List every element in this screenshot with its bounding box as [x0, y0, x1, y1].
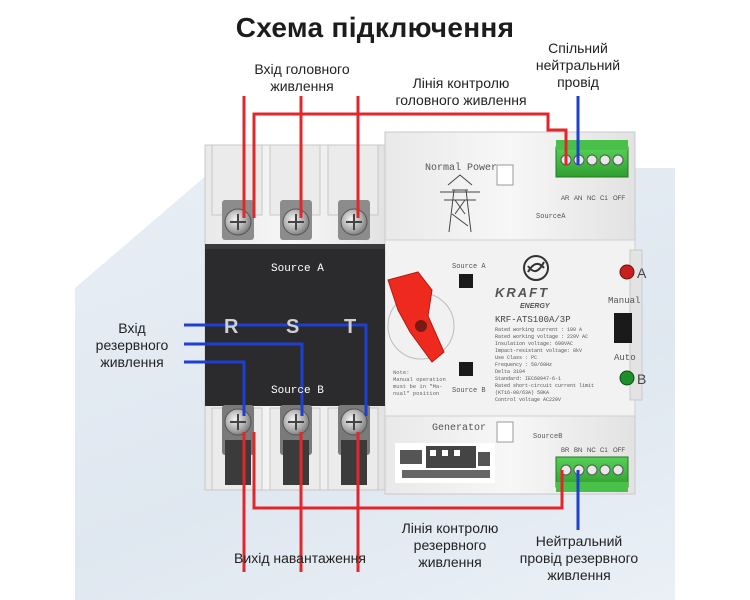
terminal-a-screw-3 — [586, 154, 598, 166]
terminal-b-screw-4 — [599, 464, 611, 476]
auto-label: Auto — [614, 353, 636, 363]
terminal-b-label-1: BR — [561, 448, 570, 454]
label-reserve-input-line3: живлення — [100, 354, 164, 370]
label-load-output: Вихід навантаження — [210, 550, 390, 567]
label-reserve-neutral-line1: Нейтральний — [535, 533, 623, 549]
label-reserve-control: Лінія контролю резервного живлення — [385, 520, 515, 571]
indicator-a-letter: A — [637, 265, 647, 281]
terminal-b-labels: BR BN NC C1 OFF — [561, 448, 625, 454]
generator-label: Generator — [432, 423, 486, 434]
terminal-b-screw-5 — [612, 464, 624, 476]
terminal-screws — [560, 154, 624, 476]
red-wires — [242, 96, 568, 572]
label-main-input-line2: живлення — [270, 78, 334, 94]
phase-labels: R S T — [224, 316, 356, 338]
note-line-4: nual" position — [393, 390, 439, 397]
window-source-b — [459, 362, 473, 376]
indicator-letters: A B — [637, 265, 647, 387]
pylon-icon — [440, 174, 480, 233]
note-line-2: Manual operation — [393, 376, 446, 383]
indicator-a-light — [619, 264, 635, 280]
brand-name: KRAFT — [495, 285, 549, 300]
terminal-b-label-2: BN — [574, 448, 582, 454]
phase-r-label: R — [224, 316, 239, 338]
label-common-neutral-line3: провід — [557, 74, 599, 90]
label-main-input-line1: Вхід головного — [254, 61, 350, 77]
terminal-b-label-3: NC — [587, 448, 596, 454]
label-main-control-line2: головного живлення — [395, 92, 527, 108]
label-reserve-input-line1: Вхід — [118, 320, 146, 336]
label-reserve-neutral: Нейтральний провід резервного живлення — [506, 533, 652, 584]
spec-line-9: Rated short-circuit current limit — [495, 383, 594, 389]
terminal-a-label-2: AN — [574, 196, 582, 202]
terminal-b-label-5: OFF — [613, 448, 625, 454]
terminal-a-screw-5 — [612, 154, 624, 166]
label-reserve-input-line2: резервного — [95, 337, 169, 353]
spec-line-1: Rated working current : 100 A — [495, 327, 582, 333]
spec-line-7: Delta 3104 — [495, 369, 525, 375]
blue-wires — [184, 96, 580, 530]
source-b-cover-label: Source B — [271, 385, 324, 397]
window-source-a — [459, 274, 473, 288]
source-a-cover-label: Source A — [271, 263, 324, 275]
terminal-a-labels: AR AN NC C1 OFF — [561, 196, 625, 202]
terminal-b-label-4: C1 — [600, 448, 608, 454]
label-reserve-input: Вхід резервного живлення — [84, 320, 180, 371]
label-load-output-line1: Вихід навантаження — [234, 550, 366, 566]
bottom-screws — [222, 405, 370, 485]
label-reserve-control-line3: живлення — [418, 554, 482, 570]
manual-auto-slider[interactable] — [614, 313, 632, 343]
switch-pos-b-label: Source B — [452, 387, 486, 395]
note-line-3: must be in "Ma- — [393, 383, 443, 390]
spec-line-11: Control voltage AC220V — [495, 397, 561, 403]
brand-texts: KRAFT ENERGY — [495, 285, 551, 310]
normal-power-label: Normal Power — [425, 162, 497, 174]
label-reserve-neutral-line3: живлення — [547, 567, 611, 583]
terminal-b-name: SourceB — [533, 433, 562, 441]
spec-line-3: Insulation voltage: 690VAC — [495, 341, 573, 347]
spec-line-8: Standard: IEC60947-6-1 — [495, 376, 561, 382]
phase-s-label: S — [286, 316, 299, 338]
spec-line-4: Impact-resistant voltage: 8kV — [495, 348, 582, 354]
label-common-neutral: Спільний нейтральний провід — [518, 40, 638, 91]
indicator-b-letter: B — [637, 371, 646, 387]
label-common-neutral-line1: Спільний — [548, 40, 608, 56]
terminal-a-label-3: NC — [587, 196, 596, 202]
note-line-1: Note: — [393, 369, 410, 376]
label-reserve-neutral-line2: провід резервного — [519, 550, 639, 566]
brand-sub: ENERGY — [520, 303, 551, 310]
device-main-body — [384, 131, 643, 495]
label-reserve-control-line1: Лінія контролю — [401, 520, 499, 536]
indicator-b-light — [619, 370, 635, 386]
terminal-b-screw-3 — [586, 464, 598, 476]
switch-handle[interactable] — [387, 271, 455, 363]
label-main-input: Вхід головного живлення — [232, 61, 372, 95]
generator-icon — [395, 443, 495, 483]
label-reserve-control-line2: резервного — [413, 537, 487, 553]
cover-labels: Source A Source B — [271, 263, 324, 397]
spec-line-5: Use Class : PC — [495, 355, 537, 361]
device-texts: Normal Power Source A Source B Manual Au… — [425, 162, 640, 441]
spec-line-2: Rated working voltage : 220V AC — [495, 334, 588, 340]
label-main-control-line1: Лінія контролю — [412, 75, 510, 91]
terminal-a-screw-4 — [599, 154, 611, 166]
phase-t-label: T — [344, 316, 356, 338]
label-main-control: Лінія контролю головного живлення — [382, 75, 540, 109]
terminal-a-name: SourceA — [536, 213, 566, 221]
model-label: KRF-ATS100A/3P — [495, 315, 571, 325]
terminal-a-label-4: C1 — [600, 196, 608, 202]
spec-line-10: (KT16-00/63A) 50KA — [495, 390, 549, 396]
label-common-neutral-line2: нейтральний — [535, 57, 621, 73]
spec-line-6: Frequency : 50/60Hz — [495, 362, 552, 368]
terminal-a-label-1: AR — [561, 196, 570, 202]
page-title: Схема підключення — [235, 12, 515, 43]
manual-label: Manual — [608, 296, 640, 306]
terminal-a-label-5: OFF — [613, 196, 625, 202]
switch-pos-a-label: Source A — [452, 263, 486, 271]
brand-logo-icon — [523, 255, 549, 281]
